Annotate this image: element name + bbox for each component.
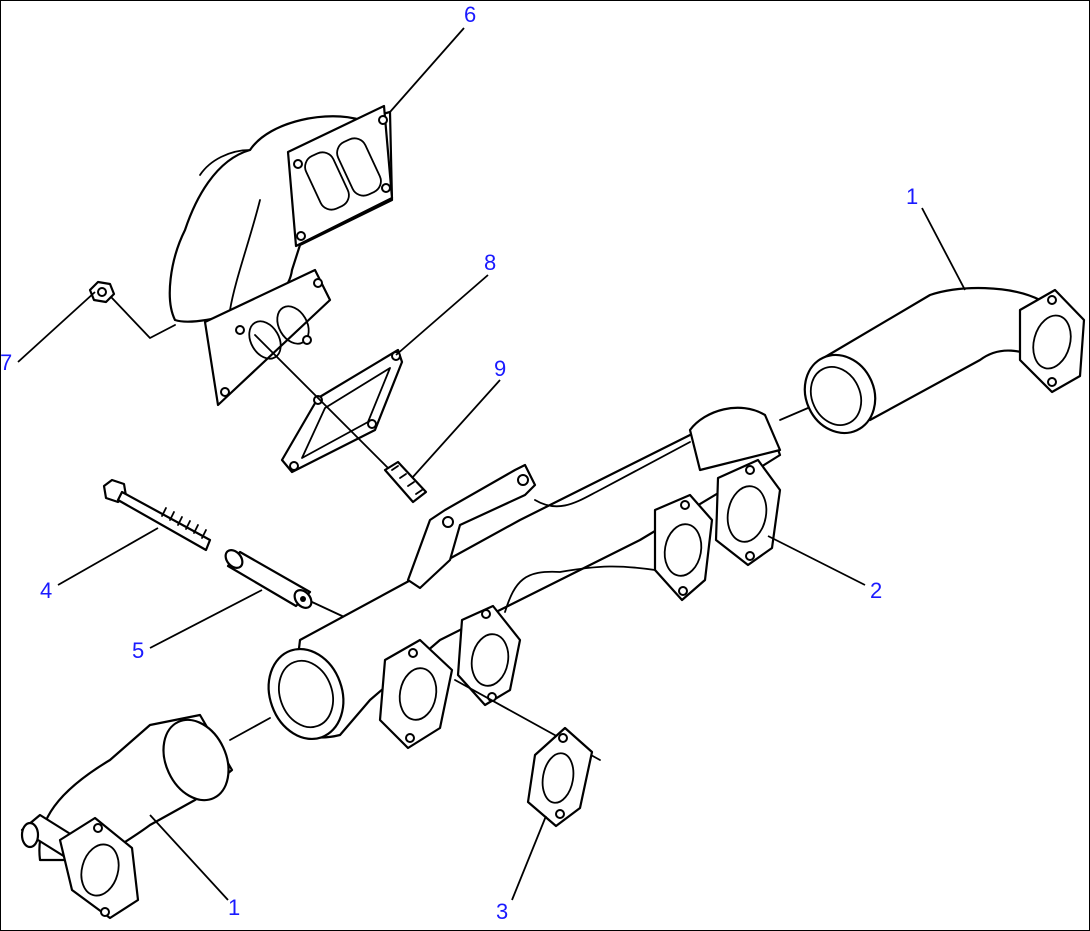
part-1-outlet-pipe-lower: [20, 713, 271, 920]
callout-9: 9: [494, 356, 506, 381]
callout-1-lower: 1: [228, 895, 240, 920]
part-9-stud: [254, 334, 428, 504]
part-2-manifold: [267, 406, 782, 750]
callout-6: 6: [464, 2, 476, 27]
callout-2: 2: [870, 578, 882, 603]
part-6-turbo-adapter: [168, 104, 394, 407]
part-5-spacer: [224, 549, 356, 623]
callout-3: 3: [496, 899, 508, 924]
callout-1-upper: 1: [906, 184, 918, 209]
part-1-outlet-pipe-upper: [779, 286, 1086, 435]
callout-5: 5: [132, 638, 144, 663]
callout-labels: 6 1 8 7 9 4 2 5 1 3: [0, 2, 918, 924]
part-4-bolt: [102, 478, 212, 552]
part-3-port-gasket: [454, 679, 601, 828]
leader-lines: [17, 27, 966, 901]
callout-4: 4: [40, 578, 52, 603]
callout-7: 7: [0, 350, 12, 375]
part-7-nut: [88, 280, 176, 339]
callout-8: 8: [484, 250, 496, 275]
part-8-gasket: [280, 348, 404, 474]
